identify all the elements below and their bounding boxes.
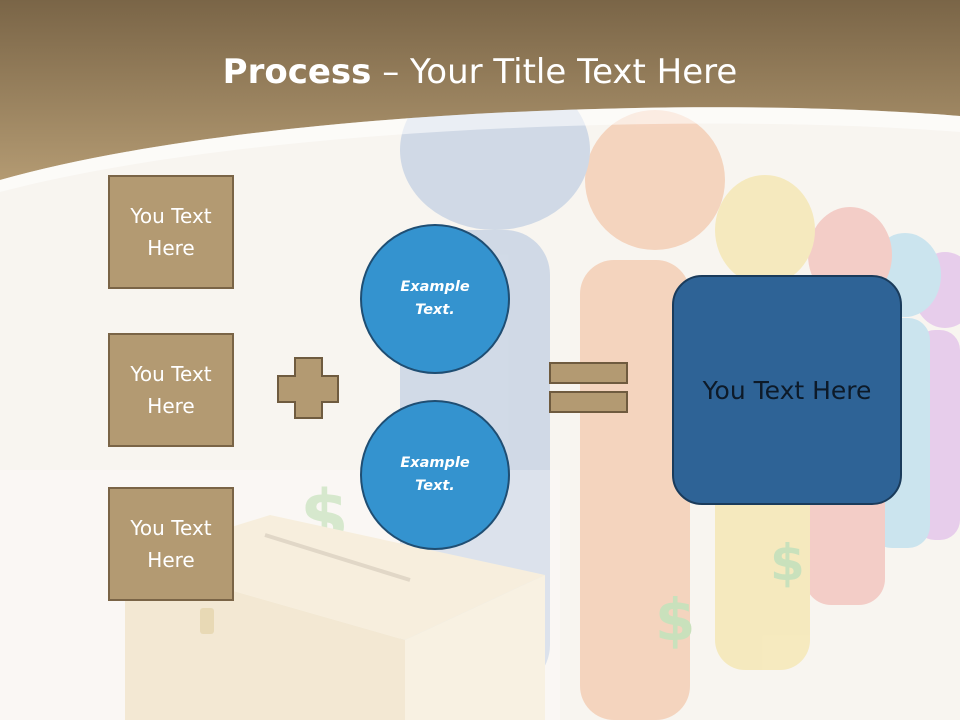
text-box-2[interactable]: You Text Here (108, 333, 234, 447)
text-box-1-label: You Text Here (130, 204, 212, 260)
plus-sign-icon (277, 357, 339, 419)
svg-text:$: $ (770, 534, 805, 592)
result-box-label: You Text Here (702, 375, 872, 405)
title-bold: Process (222, 52, 372, 92)
text-box-3-label: You Text Here (130, 516, 212, 572)
title-dash: – (371, 52, 411, 92)
title-rest: Your Title Text Here (410, 52, 738, 92)
equals-sign-icon (549, 362, 628, 413)
example-circle-2[interactable]: Example Text. (360, 400, 510, 550)
result-box[interactable]: You Text Here (672, 275, 902, 505)
text-box-3[interactable]: You Text Here (108, 487, 234, 601)
text-box-1[interactable]: You Text Here (108, 175, 234, 289)
example-circle-1[interactable]: Example Text. (360, 224, 510, 374)
example-circle-1-label: Example Text. (400, 279, 470, 318)
example-circle-2-label: Example Text. (400, 455, 470, 494)
svg-text:$: $ (655, 586, 695, 654)
header-band (0, 0, 960, 180)
slide-title: Process – Your Title Text Here (0, 52, 960, 92)
text-box-2-label: You Text Here (130, 362, 212, 418)
